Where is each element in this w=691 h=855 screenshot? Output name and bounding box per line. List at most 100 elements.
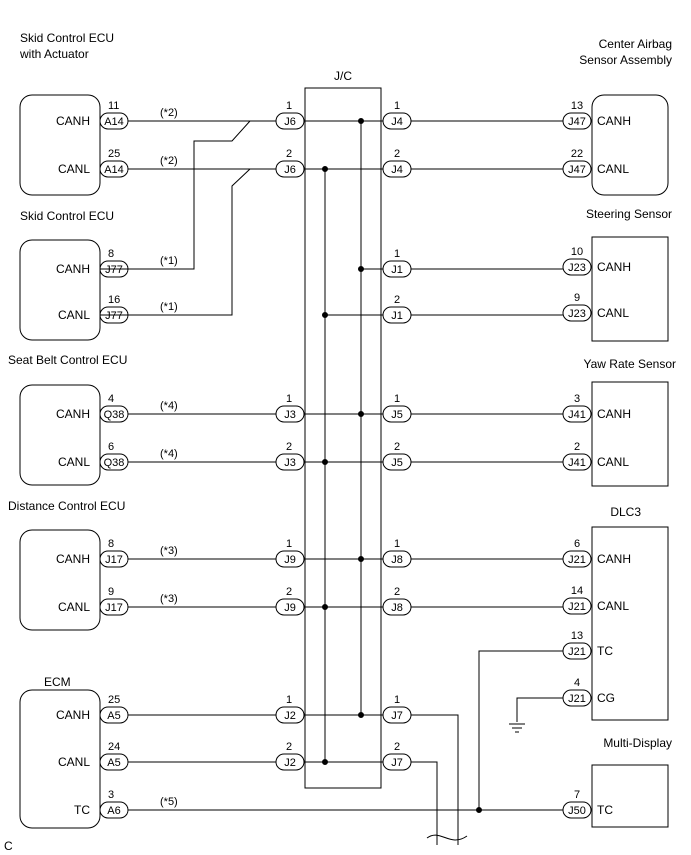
right-connector-j23-label: J23 bbox=[568, 308, 586, 320]
right-signal-canl: CANL bbox=[597, 455, 629, 469]
jc-right-pin-number: 1 bbox=[394, 694, 400, 706]
right-connector-j21-label: J21 bbox=[568, 601, 586, 613]
seatbelt-ecu-box bbox=[19, 384, 101, 486]
steering-title: Steering Sensor bbox=[586, 207, 672, 221]
right-connector-j47-label: J47 bbox=[568, 116, 586, 128]
left-connector-j77-label: J77 bbox=[105, 264, 123, 276]
jc-left-connector-j2 bbox=[275, 706, 305, 724]
skid-ecu-box bbox=[19, 239, 101, 341]
wire-note: (*2) bbox=[160, 155, 178, 167]
jc-left-connector-j3 bbox=[275, 405, 305, 423]
right-pin-number: 6 bbox=[574, 538, 580, 550]
left-connector-a5 bbox=[99, 706, 129, 724]
ecm-box bbox=[19, 689, 101, 829]
left-connector-a5-label: A5 bbox=[107, 710, 120, 722]
wire-note: (*1) bbox=[160, 255, 178, 267]
jc-left-connector-j9-label: J9 bbox=[284, 554, 296, 566]
right-signal-canl: CANL bbox=[597, 162, 629, 176]
yaw-box bbox=[591, 381, 669, 487]
right-pin-number: 13 bbox=[571, 100, 583, 112]
junction-dot bbox=[358, 411, 364, 417]
left-connector-q38-label: Q38 bbox=[104, 457, 125, 469]
junction-dot bbox=[322, 166, 328, 172]
jc-left-connector-j3-label: J3 bbox=[284, 457, 296, 469]
left-pin-number: 24 bbox=[108, 741, 120, 753]
left-connector-a14-label: A14 bbox=[104, 164, 124, 176]
right-pin-number: 13 bbox=[571, 630, 583, 642]
wire-note: (*3) bbox=[160, 593, 178, 605]
jc-left-connector-j6-label: J6 bbox=[284, 116, 296, 128]
right-signal-tc: TC bbox=[597, 803, 613, 817]
dlc3-title: DLC3 bbox=[610, 505, 641, 519]
airbag-box bbox=[591, 94, 669, 196]
right-pin-number: 3 bbox=[574, 393, 580, 405]
j7-canl-route bbox=[411, 761, 438, 845]
jc-left-connector-j9 bbox=[275, 598, 305, 616]
right-connector-j41 bbox=[562, 453, 592, 471]
left-connector-j17 bbox=[99, 550, 129, 568]
jc-left-pin-number: 2 bbox=[286, 441, 292, 453]
left-signal-canh: CANH bbox=[56, 262, 90, 276]
junction-dot bbox=[358, 712, 364, 718]
right-signal-canh: CANH bbox=[597, 407, 631, 421]
left-connector-j77-label: J77 bbox=[105, 310, 123, 322]
seatbelt-ecu-title: Seat Belt Control ECU bbox=[8, 353, 127, 367]
jc-right-connector-j5 bbox=[382, 405, 412, 423]
junction-dot bbox=[358, 118, 364, 124]
right-signal-canh: CANH bbox=[597, 260, 631, 274]
jc-right-connector-j4-label: J4 bbox=[391, 116, 403, 128]
jc-right-connector-j1-label: J1 bbox=[391, 264, 403, 276]
distance-ecu-title: Distance Control ECU bbox=[8, 499, 125, 513]
jc-right-pin-number: 1 bbox=[394, 248, 400, 260]
skid-ecu-actuator-title-1: Skid Control ECU bbox=[20, 31, 114, 45]
left-connector-a14-label: A14 bbox=[104, 116, 124, 128]
jc-left-connector-j3 bbox=[275, 453, 305, 471]
jc-right-connector-j5-label: J5 bbox=[391, 409, 403, 421]
left-pin-number: 8 bbox=[108, 248, 114, 260]
wire-break-symbol bbox=[426, 834, 468, 841]
skid-ecu-canh-route bbox=[100, 120, 251, 270]
jc-left-connector-j6-label: J6 bbox=[284, 164, 296, 176]
right-signal-canl: CANL bbox=[597, 306, 629, 320]
jc-left-connector-j9 bbox=[275, 550, 305, 568]
right-connector-j21-label: J21 bbox=[568, 646, 586, 658]
jc-right-pin-number: 1 bbox=[394, 100, 400, 112]
left-connector-a14 bbox=[99, 160, 129, 178]
wire-group bbox=[128, 120, 563, 811]
jc-left-connector-j2 bbox=[275, 753, 305, 771]
dlc3-tc-route bbox=[478, 650, 563, 810]
corner-label: C bbox=[4, 839, 13, 853]
left-pin-number: 25 bbox=[108, 148, 120, 160]
dlc3-box bbox=[591, 526, 669, 721]
jc-right-connector-j8 bbox=[382, 550, 412, 568]
right-connector-j23 bbox=[562, 304, 592, 322]
right-connector-j21-label: J21 bbox=[568, 554, 586, 566]
jc-left-connector-j2-label: J2 bbox=[284, 757, 296, 769]
junction-dot bbox=[322, 312, 328, 318]
wire-note: (*1) bbox=[160, 301, 178, 313]
jc-right-connector-j1 bbox=[382, 306, 412, 324]
yaw-title: Yaw Rate Sensor bbox=[584, 357, 677, 371]
jc-right-pin-number: 2 bbox=[394, 148, 400, 160]
label-group: CANH11A14(*2)CANL25A14(*2)CANH8J77(*1)CA… bbox=[56, 100, 631, 819]
right-signal-canh: CANH bbox=[597, 552, 631, 566]
junction-connector-box bbox=[304, 87, 382, 789]
jc-right-pin-number: 2 bbox=[394, 741, 400, 753]
left-pin-number: 6 bbox=[108, 441, 114, 453]
jc-left-pin-number: 1 bbox=[286, 393, 292, 405]
left-signal-canh: CANH bbox=[56, 114, 90, 128]
left-connector-q38-label: Q38 bbox=[104, 409, 125, 421]
left-connector-q38 bbox=[99, 453, 129, 471]
jc-right-connector-j4-label: J4 bbox=[391, 164, 403, 176]
right-signal-tc: TC bbox=[597, 644, 613, 658]
left-signal-canl: CANL bbox=[58, 755, 90, 769]
left-connector-a5-label: A5 bbox=[107, 757, 120, 769]
right-connector-j21-label: J21 bbox=[568, 693, 586, 705]
right-signal-canl: CANL bbox=[597, 599, 629, 613]
distance-ecu-box bbox=[19, 529, 101, 631]
multidisplay-box bbox=[591, 764, 669, 828]
junction-connector-label: J/C bbox=[334, 69, 352, 83]
right-pin-number: 22 bbox=[571, 148, 583, 160]
right-connector-j21 bbox=[562, 597, 592, 615]
